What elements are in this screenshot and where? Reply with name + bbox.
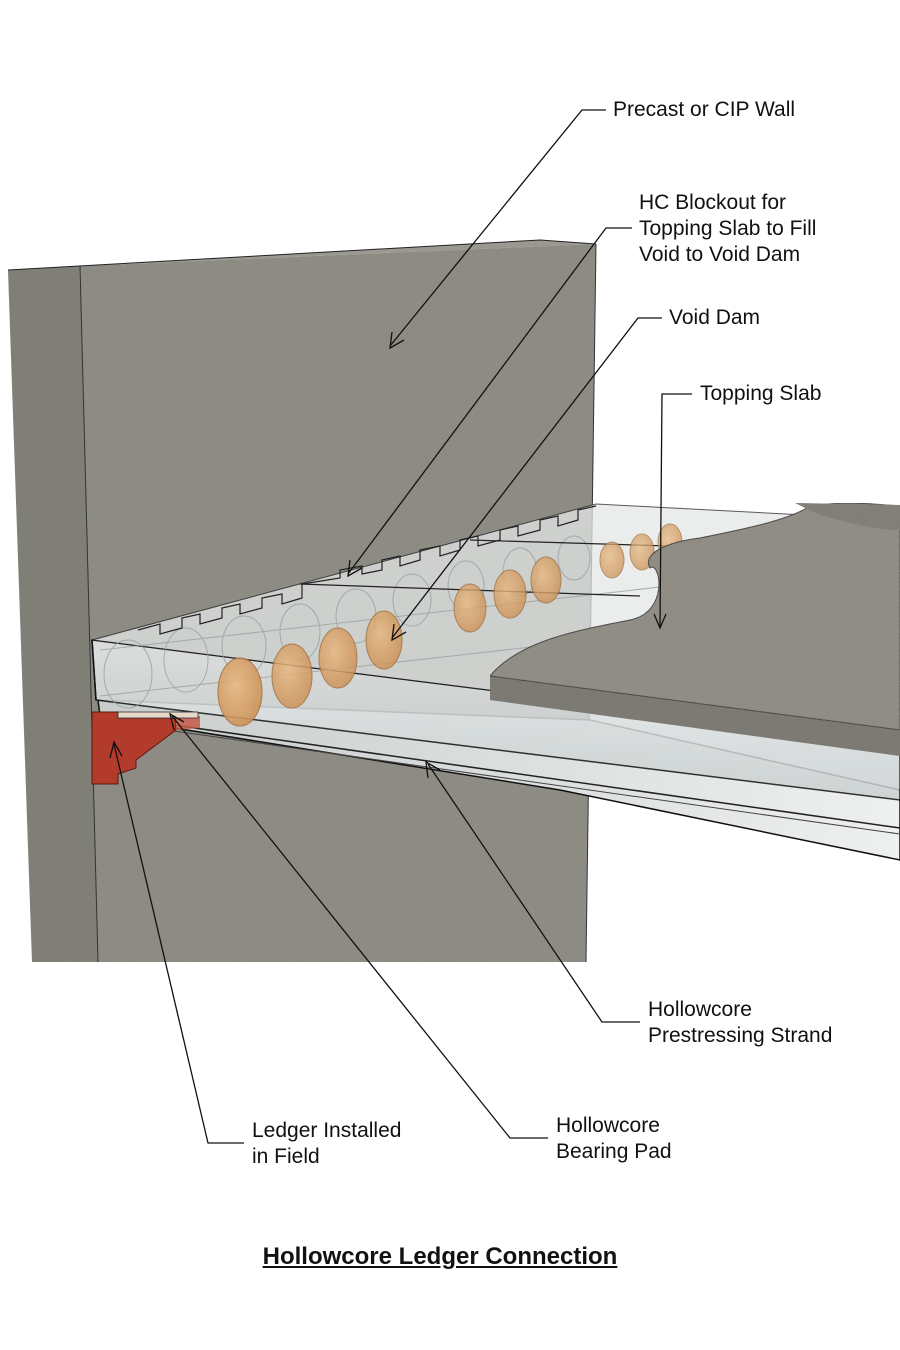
arrowhead-blockout	[347, 559, 363, 578]
leader-wall	[389, 109, 606, 347]
prestressing-strand	[109, 715, 900, 829]
void-dam	[493, 569, 527, 619]
arrowhead-topping	[653, 613, 667, 630]
leader-strand	[427, 763, 640, 1023]
arrowhead-ledger	[109, 740, 123, 759]
topping-front-edge	[490, 676, 900, 756]
void-dam	[629, 533, 655, 571]
label-ledger-line: Ledger Installed	[252, 1119, 402, 1142]
drawing-caption: Hollowcore Ledger Connection	[262, 1243, 618, 1270]
label-topping-slab: Topping Slab	[700, 382, 822, 405]
arrowhead-strand	[425, 760, 441, 779]
label-blockout-line: HC Blockout for	[639, 191, 787, 214]
label-strand-line: Hollowcore	[648, 998, 752, 1021]
leader-void-dam	[391, 317, 662, 639]
leader-topping	[659, 393, 692, 627]
void-dam	[318, 627, 358, 689]
leader-blockout	[347, 227, 632, 575]
blockout-keyways	[137, 505, 597, 635]
leader-bearing-pad	[171, 715, 548, 1139]
label-bearing-pad-line: Hollowcore	[556, 1114, 660, 1137]
void-dam	[530, 556, 562, 604]
label-bearing-pad-line: Bearing Pad	[556, 1140, 672, 1163]
label-blockout-line: Void to Void Dam	[639, 243, 801, 266]
leader-lines	[109, 109, 692, 1144]
arrowhead-bearing-pad	[168, 712, 185, 731]
leader-ledger	[113, 743, 244, 1144]
label-wall: Precast or CIP Wall	[613, 98, 796, 121]
wall-top-face	[8, 240, 596, 270]
arrowhead-void-dam	[391, 623, 407, 642]
label-blockout-line: Topping Slab to Fill	[639, 217, 817, 240]
bearing-pad	[117, 711, 199, 719]
void-dam	[453, 583, 487, 633]
arrowhead-wall	[389, 331, 405, 350]
void-dam	[599, 541, 625, 579]
void-dam	[217, 657, 263, 727]
label-void-dam: Void Dam	[669, 306, 761, 329]
label-blockout: HC Blockout for Topping Slab to Fill Voi…	[639, 190, 816, 268]
wall-side-face	[8, 266, 98, 962]
label-strand: Hollowcore Prestressing Strand	[648, 997, 832, 1049]
void-dam	[365, 610, 403, 670]
label-ledger: Ledger Installed in Field	[252, 1118, 401, 1170]
void-dam	[271, 643, 313, 709]
label-strand-line: Prestressing Strand	[648, 1024, 833, 1047]
label-bearing-pad: Hollowcore Bearing Pad	[556, 1113, 672, 1165]
label-ledger-line: in Field	[252, 1145, 320, 1168]
